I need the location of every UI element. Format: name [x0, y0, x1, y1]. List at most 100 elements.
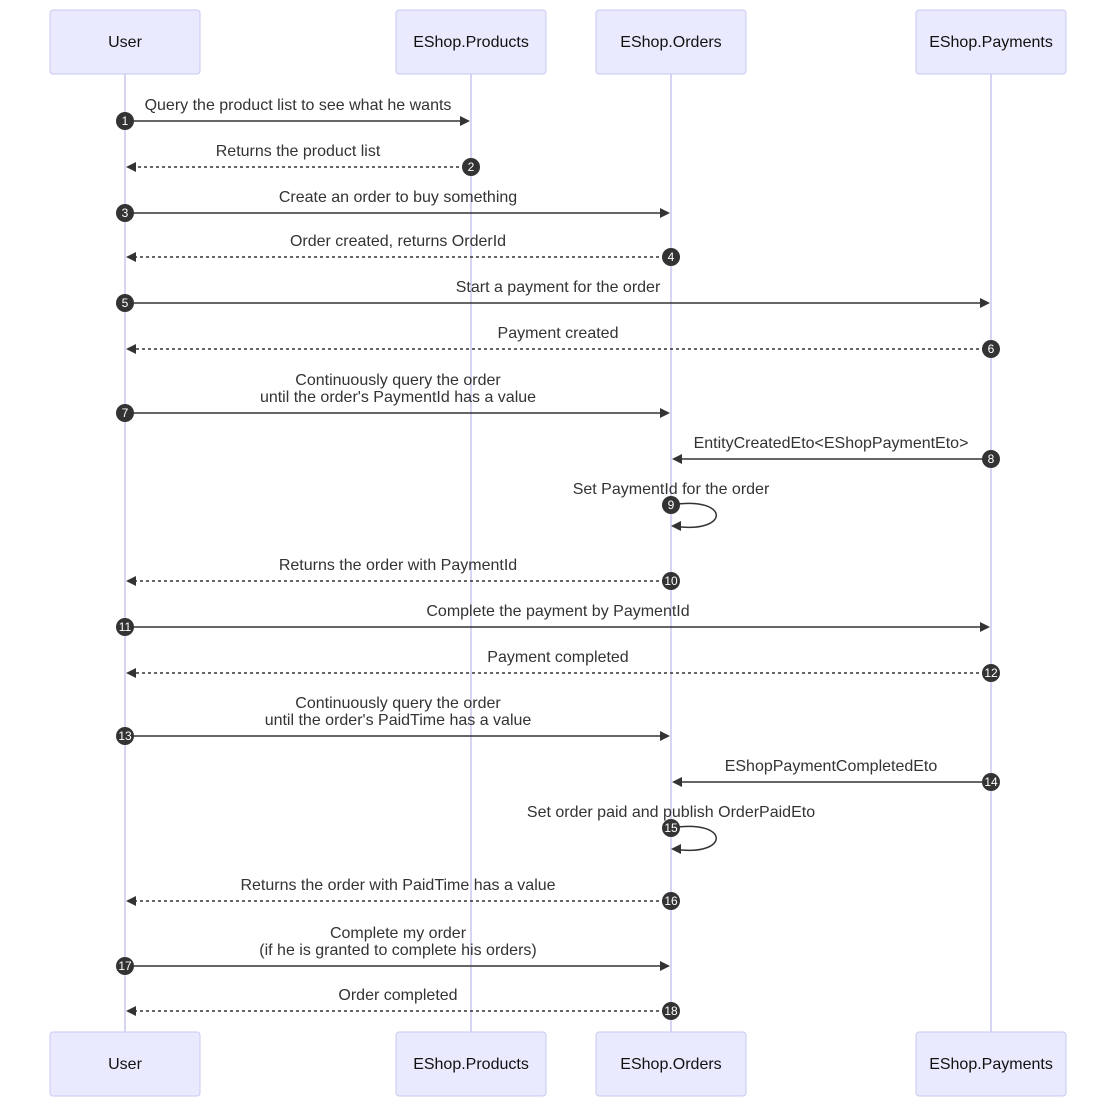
sequence-number-badge: 11	[116, 618, 134, 636]
arrow-head	[126, 162, 136, 172]
sequence-number: 18	[664, 1004, 678, 1018]
sequence-number-badge: 1	[116, 112, 134, 130]
participant-box	[595, 1031, 747, 1097]
message-label: Returns the product list	[216, 143, 381, 160]
message-line	[670, 825, 717, 852]
sequence-badge-circle	[982, 340, 1000, 358]
message-label: Query the product list to see what he wa…	[145, 97, 452, 114]
message-label: (if he is granted to complete his orders…	[259, 942, 536, 959]
participant-payments-top: EShop.Payments	[915, 9, 1067, 75]
participant-box	[395, 1031, 547, 1097]
sequence-number-badge: 15	[662, 819, 680, 837]
sequence-number-badge: 2	[462, 158, 480, 176]
arrow-head	[980, 298, 990, 308]
participant-orders-top: EShop.Orders	[595, 9, 747, 75]
arrow-head	[660, 408, 670, 418]
message-6: Payment created 6	[126, 325, 1000, 358]
sequence-number: 5	[122, 296, 129, 310]
sequence-number-badge: 12	[982, 664, 1000, 682]
participant-box	[915, 9, 1067, 75]
arrow-head	[671, 844, 681, 854]
sequence-badge-circle	[116, 204, 134, 222]
sequence-number: 8	[988, 452, 995, 466]
message-8: EntityCreatedEto<EShopPaymentEto>8	[672, 435, 1000, 468]
message-label: until the order's PaymentId has a value	[260, 389, 536, 406]
lifelines	[124, 74, 992, 1032]
participant-label: User	[108, 1056, 142, 1073]
arrow-head	[126, 344, 136, 354]
sequence-badge-circle	[662, 1002, 680, 1020]
sequence-number-badge: 13	[116, 727, 134, 745]
participant-box	[49, 1031, 201, 1097]
message-label: Set order paid and publish OrderPaidEto	[527, 804, 815, 821]
sequence-badge-circle	[982, 450, 1000, 468]
sequence-number: 12	[984, 666, 998, 680]
message-label: Order completed	[338, 987, 457, 1004]
sequence-number-badge: 7	[116, 404, 134, 422]
sequence-badge-circle	[662, 248, 680, 266]
sequence-badge-circle	[662, 819, 680, 837]
participant-label: EShop.Orders	[620, 34, 721, 51]
message-label: Set PaymentId for the order	[573, 481, 770, 498]
message-1: Query the product list to see what he wa…	[116, 97, 470, 130]
sequence-number: 7	[122, 406, 129, 420]
message-12: Payment completed 12	[126, 649, 1000, 682]
message-label: Create an order to buy something	[279, 189, 517, 206]
participant-box	[395, 9, 547, 75]
message-label: EShopPaymentCompletedEto	[725, 758, 938, 775]
message-label: Complete the payment by PaymentId	[426, 603, 689, 620]
message-label: Continuously query the order	[295, 695, 501, 712]
message-label: Returns the order with PaymentId	[279, 557, 517, 574]
participant-label: User	[108, 34, 142, 51]
sequence-badge-circle	[662, 496, 680, 514]
sequence-number: 17	[118, 959, 132, 973]
sequence-number-badge: 6	[982, 340, 1000, 358]
sequence-badge-circle	[982, 664, 1000, 682]
arrow-head	[660, 208, 670, 218]
arrow-head	[671, 521, 681, 531]
sequence-number: 1	[122, 114, 129, 128]
sequence-number: 16	[664, 894, 678, 908]
participant-box	[915, 1031, 1067, 1097]
message-label: Start a payment for the order	[456, 279, 661, 296]
message-2: Returns the product list 2	[126, 143, 480, 176]
message-label: Complete my order	[330, 925, 467, 942]
sequence-number: 10	[664, 574, 678, 588]
sequence-badge-circle	[462, 158, 480, 176]
participant-user-bottom: User	[49, 1031, 201, 1097]
sequence-badge-circle	[116, 727, 134, 745]
arrow-head	[660, 961, 670, 971]
message-label: Payment created	[498, 325, 619, 342]
message-label: Payment completed	[487, 649, 628, 666]
message-line	[670, 502, 717, 529]
message-15: Set order paid and publish OrderPaidEto1…	[527, 804, 815, 854]
sequence-number: 2	[468, 160, 475, 174]
message-16: Returns the order with PaidTime has a va…	[126, 877, 680, 910]
arrow-head	[126, 576, 136, 586]
message-11: Complete the payment by PaymentId 11	[116, 603, 990, 636]
message-label: Order created, returns OrderId	[290, 233, 506, 250]
arrow-head	[126, 668, 136, 678]
message-18: Order completed 18	[126, 987, 680, 1020]
sequence-badge-circle	[116, 404, 134, 422]
sequence-number: 13	[118, 729, 132, 743]
sequence-number-badge: 18	[662, 1002, 680, 1020]
sequence-number-badge: 8	[982, 450, 1000, 468]
arrow-head	[672, 777, 682, 787]
sequence-number-badge: 10	[662, 572, 680, 590]
sequence-number-badge: 16	[662, 892, 680, 910]
sequence-number-badge: 5	[116, 294, 134, 312]
message-label: Returns the order with PaidTime has a va…	[240, 877, 555, 894]
sequence-badge-circle	[662, 892, 680, 910]
message-17: Complete my order(if he is granted to co…	[116, 925, 670, 975]
participant-box	[595, 9, 747, 75]
participant-user-top: User	[49, 9, 201, 75]
